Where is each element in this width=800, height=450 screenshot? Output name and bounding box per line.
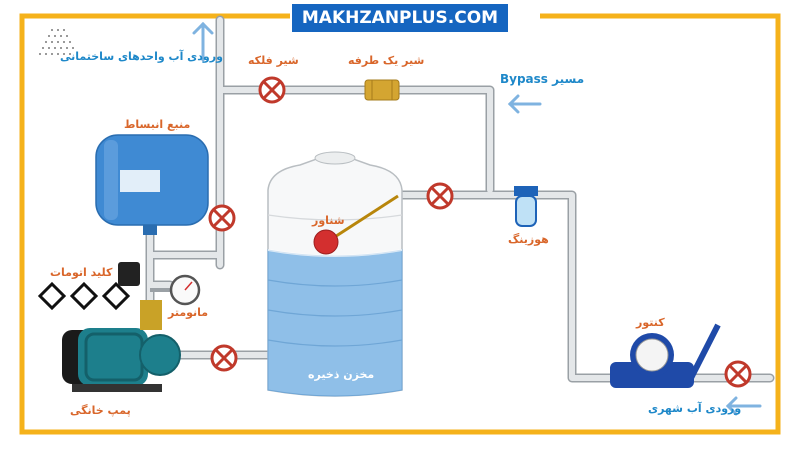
water-meter	[610, 323, 721, 388]
filter-housing	[514, 186, 538, 227]
manometer	[150, 274, 201, 306]
valve-tank-inlet	[426, 182, 454, 210]
arrow-left-city	[725, 396, 762, 416]
float-ball	[313, 194, 399, 255]
storage-tank	[267, 151, 403, 397]
valve-main-top	[258, 76, 286, 104]
label-inlet-units: ورودی آب واحدهای ساختمانی	[60, 50, 223, 63]
label-manometer: مانومتر	[168, 306, 209, 319]
valve-expansion	[208, 204, 236, 232]
label-meter: کنتور	[636, 316, 665, 329]
label-storage-tank: مخزن ذخیره	[308, 368, 375, 381]
label-valve-main: شیر فلکه	[248, 54, 299, 67]
pipes	[145, 15, 775, 383]
expansion-tank	[95, 134, 209, 235]
auto-switch	[118, 262, 140, 286]
label-bypass: مسیر Bypass	[500, 72, 585, 86]
valve-pump-suction	[210, 344, 238, 372]
label-home-pump: پمپ خانگی	[70, 404, 131, 417]
frame	[19, 13, 781, 435]
home-pump	[62, 300, 181, 392]
label-expansion-tank: منبع انبساط	[124, 118, 191, 131]
arrows	[192, 21, 762, 416]
brand-banner[interactable]: MAKHZANPLUS.COM	[292, 4, 508, 32]
label-float: شناور	[312, 214, 345, 227]
arrow-up-inlet-units	[192, 21, 214, 62]
label-auto-switch: کلید اتومات	[50, 266, 113, 279]
label-check-valve: شیر یک طرفه	[348, 54, 425, 67]
gate-valves	[208, 76, 752, 388]
label-city-inlet: ورودی آب شهری	[648, 402, 742, 415]
valve-city-inlet	[724, 360, 752, 388]
arrow-left-bypass	[507, 94, 542, 114]
dot-pattern	[39, 29, 74, 55]
label-filter: هوزینگ	[508, 233, 549, 246]
check-valve	[364, 79, 400, 101]
diamond-decor	[37, 281, 131, 311]
